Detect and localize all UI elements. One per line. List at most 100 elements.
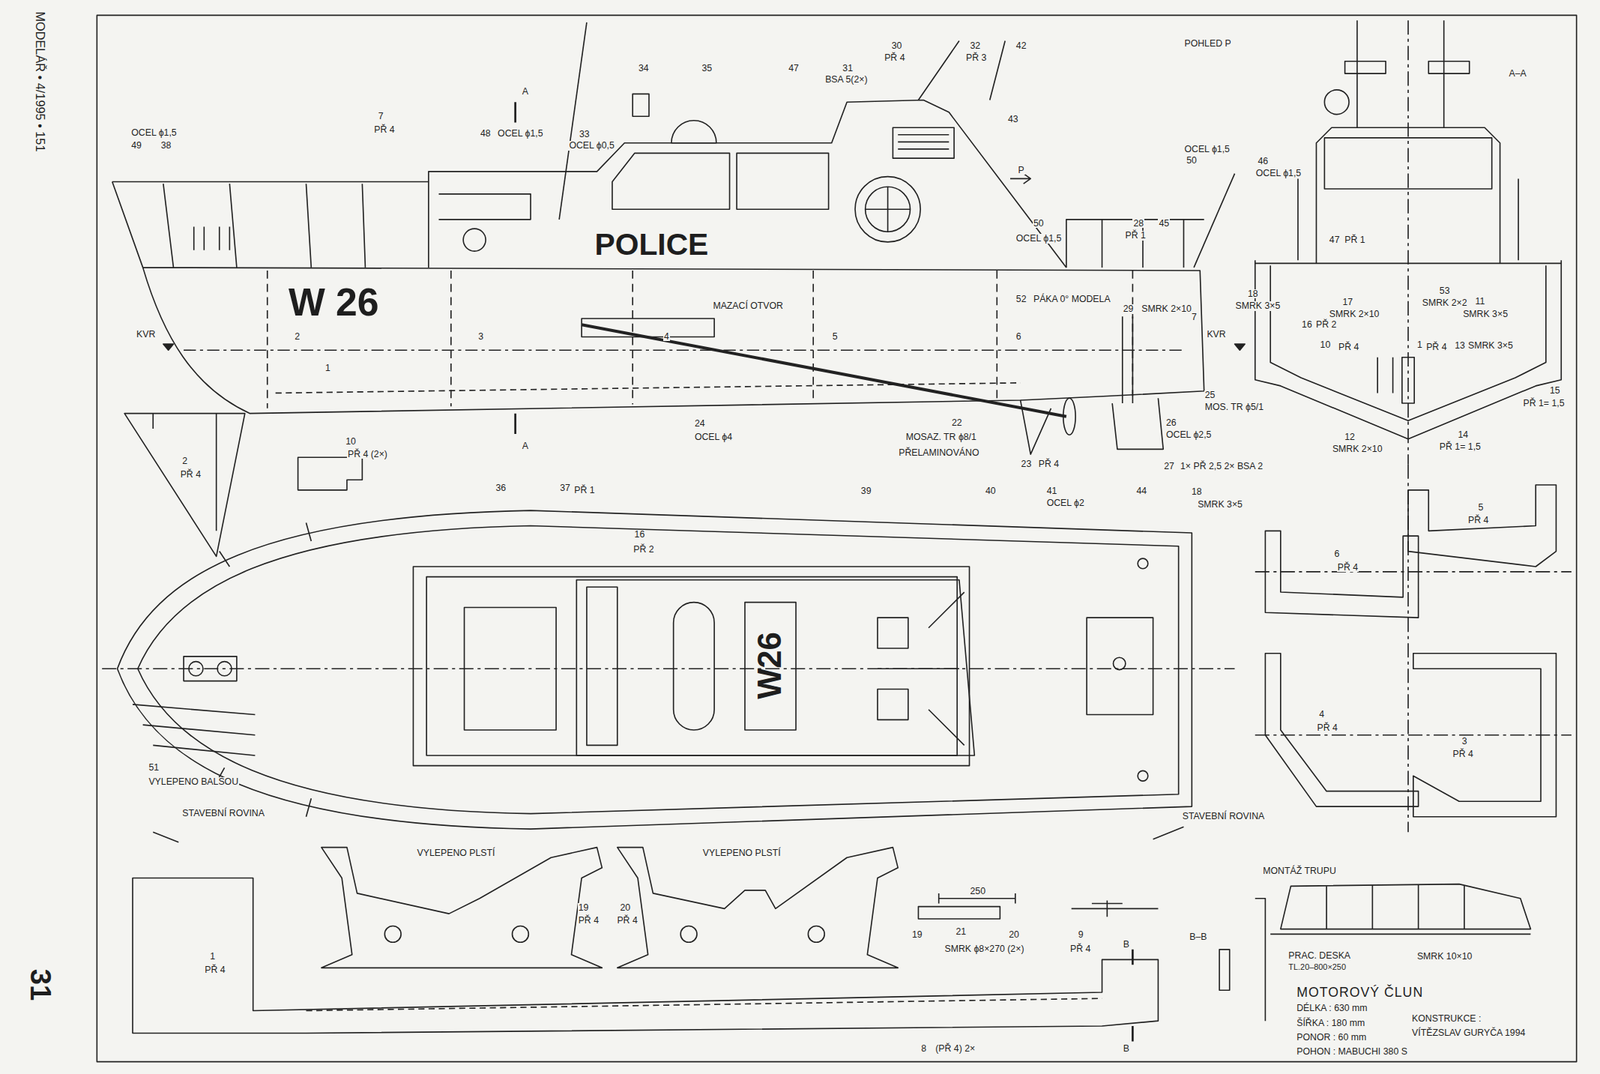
- plan-label: 13: [1453, 340, 1466, 350]
- plan-label: PŘ 4: [179, 469, 202, 479]
- plan-label: SMRK 3×5: [1235, 301, 1282, 311]
- plan-label: PŘ 1: [573, 485, 596, 495]
- plan-label: STAVEBNÍ ROVINA: [1181, 811, 1266, 821]
- building-parts: [132, 826, 1531, 1041]
- frames: [1255, 464, 1572, 832]
- plan-label: A: [521, 86, 530, 96]
- plan-label: 250: [969, 886, 987, 896]
- plan-label: 52: [1015, 294, 1028, 304]
- plan-label: 50: [1185, 155, 1198, 165]
- plan-label: 14: [1456, 430, 1469, 440]
- plan-label: PŘ 4: [1425, 342, 1448, 352]
- plan-label: W 26: [287, 283, 380, 323]
- plan-label: DÉLKA : 630 mm: [1295, 1003, 1368, 1013]
- plan-label: 51: [147, 762, 160, 772]
- plan-label: 41: [1046, 486, 1059, 496]
- plan-label: MOS. TR ϕ5/1: [1204, 402, 1265, 412]
- plan-label: B–B: [1188, 932, 1208, 942]
- plan-label: POLICE: [593, 229, 709, 261]
- side-view: [112, 22, 1245, 455]
- plan-label: KVR: [1205, 329, 1227, 339]
- plan-label: 18: [1247, 289, 1260, 299]
- plan-label: PŘ 4: [577, 915, 600, 925]
- plan-label: 47: [787, 63, 800, 73]
- plan-label: 43: [1007, 114, 1020, 124]
- plan-label: 12: [1343, 432, 1356, 442]
- plan-label: 19: [577, 903, 590, 913]
- plan-label: SMRK ϕ8×270 (2×): [943, 944, 1025, 954]
- plan-label: PŘ 4: [373, 125, 395, 135]
- section-a-a: [1255, 20, 1562, 465]
- plan-label: MONTÁŽ TRUPU: [1262, 866, 1337, 876]
- plan-label: OCEL ϕ2: [1046, 498, 1086, 508]
- plan-label: 30: [891, 41, 904, 51]
- plan-label: PŘ 4: [1337, 342, 1360, 352]
- plan-label: A–A: [1507, 68, 1527, 78]
- plan-label: 21: [954, 927, 967, 937]
- plan-label: PŘ 4: [1069, 944, 1092, 954]
- plan-label: BSA 5(2×): [824, 74, 868, 84]
- plan-label: 4: [663, 331, 670, 341]
- plan-label: PŘ 4: [1452, 749, 1475, 759]
- plan-label: PONOR : 60 mm: [1295, 1032, 1367, 1042]
- plan-label: 32: [969, 41, 982, 51]
- plan-label: 16: [634, 529, 646, 539]
- plan-label: OCEL ϕ2,5: [1165, 430, 1212, 440]
- plan-label: 7: [377, 111, 385, 121]
- plan-label: PŘ 4: [616, 915, 638, 925]
- plan-label: VÍTĚZSLAV GURYČA 1994: [1411, 1028, 1526, 1038]
- plan-label: 20: [1007, 930, 1020, 940]
- plan-label: PÁKA 0° MODELA: [1032, 294, 1112, 304]
- plan-label: 9: [1077, 930, 1085, 940]
- plan-label: 27: [1163, 461, 1176, 471]
- plan-label: 8: [920, 1043, 928, 1053]
- plan-label: 29: [1122, 304, 1135, 314]
- plan-label: 1: [324, 363, 332, 373]
- plan-label: PŘ 4: [1336, 562, 1359, 572]
- plan-label: KVR: [135, 329, 156, 339]
- plan-label: 20: [619, 903, 632, 913]
- plan-label: OCEL ϕ1,5: [130, 128, 177, 138]
- plan-label: 25: [1204, 390, 1217, 400]
- plan-label: 22: [951, 418, 963, 428]
- plan-label: A: [521, 441, 530, 451]
- plan-label: 42: [1015, 41, 1028, 51]
- plan-label: PŘ 2: [1315, 320, 1337, 329]
- plan-label: 35: [700, 63, 713, 73]
- plan-label: PŘ 4: [203, 965, 226, 975]
- plan-label: 7: [1190, 312, 1198, 322]
- plan-label: SMRK 3×5: [1196, 499, 1244, 509]
- plan-label: 26: [1165, 418, 1178, 428]
- plan-label: VYLEPENO PLSTÍ: [702, 848, 782, 858]
- plan-label: 40: [984, 486, 997, 496]
- plan-label: 3: [1461, 736, 1469, 746]
- plan-label: OCEL ϕ1,5: [1255, 168, 1302, 178]
- plan-label: 19: [911, 930, 924, 940]
- plan-label: TL.20–800×250: [1287, 962, 1347, 972]
- plan-label: VYLEPENO BALSOU: [147, 777, 240, 787]
- plan-label: PŘ 4: [1467, 515, 1490, 525]
- plan-label: PŘELAMINOVÁNO: [897, 448, 980, 458]
- plan-label: 39: [860, 486, 873, 496]
- plan-label: SMRK 2×10: [1328, 309, 1381, 319]
- plan-label: POHLED P: [1183, 38, 1232, 48]
- plan-label: 50: [1032, 218, 1045, 228]
- plan-label: 36: [494, 483, 507, 493]
- plan-label: PŘ 4 (2×): [346, 449, 389, 459]
- plan-label: 11: [1474, 296, 1487, 306]
- plan-label: 15: [1549, 385, 1562, 395]
- plan-label: P: [1017, 165, 1026, 175]
- plan-label: 5: [831, 331, 839, 341]
- plan-label: 2: [181, 456, 189, 466]
- plan-label: OCEL ϕ0,5: [568, 140, 615, 150]
- plan-label: 34: [637, 63, 650, 73]
- plan-label: 38: [160, 140, 173, 150]
- plan-label: SMRK 3×5: [1467, 340, 1514, 350]
- plan-label: 3: [477, 331, 485, 341]
- plan-label: PŘ 1= 1,5: [1438, 442, 1482, 452]
- plan-label: 37: [559, 483, 572, 493]
- drawing-title: MOTOROVÝ ČLUN: [1295, 986, 1424, 1000]
- plan-label: 4: [1318, 709, 1325, 719]
- plan-label: OCEL ϕ4: [693, 432, 733, 442]
